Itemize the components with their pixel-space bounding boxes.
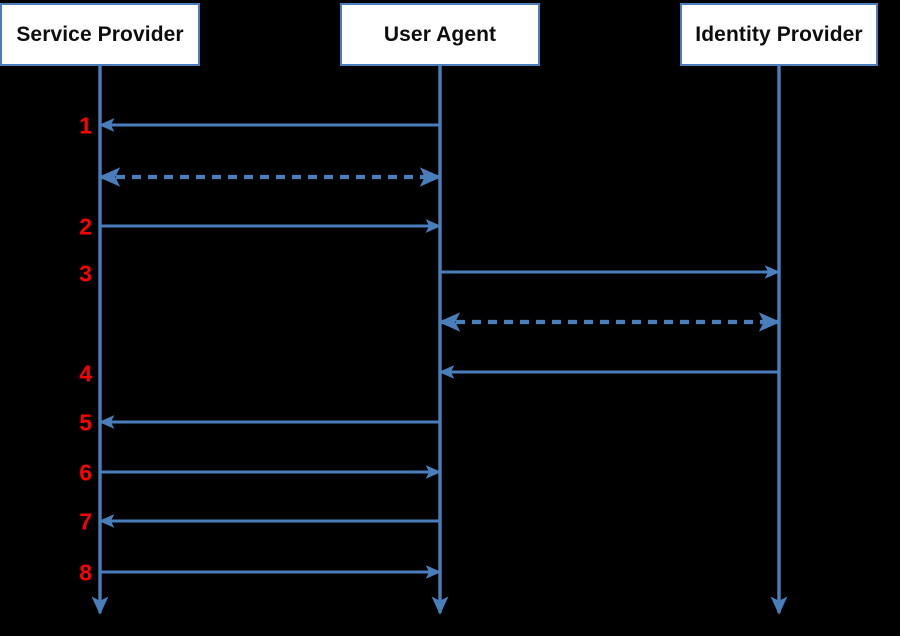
step-number-3: 3	[79, 260, 92, 287]
step-number-8: 8	[79, 559, 92, 586]
actor-box-user-agent: User Agent	[340, 3, 540, 66]
step-number-5: 5	[79, 409, 92, 436]
step-number-2: 2	[79, 213, 92, 240]
step-number-6: 6	[79, 459, 92, 486]
actor-label-identity-provider: Identity Provider	[695, 22, 863, 46]
step-number-7: 7	[79, 508, 92, 535]
step-number-4: 4	[79, 360, 92, 387]
lifelines-group	[91, 66, 788, 615]
messages-group	[98, 118, 781, 579]
actor-label-user-agent: User Agent	[383, 22, 497, 46]
actor-label-service-provider: Service Provider	[16, 22, 184, 46]
actor-box-identity-provider: Identity Provider	[680, 3, 878, 66]
actor-box-service-provider: Service Provider	[0, 3, 200, 66]
step-number-1: 1	[79, 112, 92, 139]
